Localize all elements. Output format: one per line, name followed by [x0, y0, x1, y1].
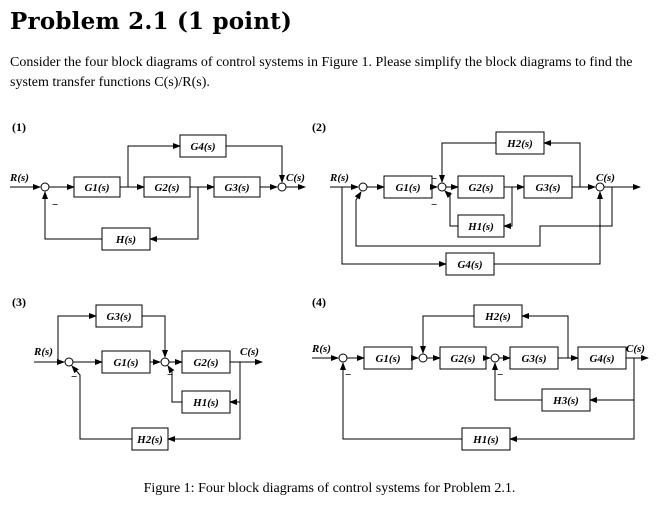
- diagram-1-output: C(s): [286, 172, 305, 184]
- block-g2-text: G2(s): [154, 182, 179, 194]
- diagram-4-output: C(s): [626, 343, 645, 355]
- block-h-text: H(s): [115, 234, 136, 246]
- block-g3-text: G3(s): [535, 182, 560, 194]
- summing-junction-2: [418, 353, 428, 363]
- diagram-3-output: C(s): [240, 346, 259, 358]
- diagram-1-input: R(s): [9, 172, 29, 184]
- summing-junction-2: [160, 357, 170, 367]
- summing-junction-2: [277, 182, 287, 192]
- summing-junction-3: [490, 353, 500, 363]
- minus-sign: −: [71, 371, 77, 383]
- block-h1-text: H1(s): [472, 434, 499, 446]
- diagram-3-input: R(s): [33, 346, 53, 358]
- diagram-2: [330, 131, 641, 276]
- block-g4-text: G4(s): [589, 353, 614, 365]
- diagram-3-label: (3): [12, 295, 26, 309]
- summing-junction-1: [64, 357, 74, 367]
- figure-caption: Figure 1: Four block diagrams of control…: [143, 481, 516, 496]
- block-g1-text: G1(s): [395, 182, 420, 194]
- summing-junction-1: [338, 353, 348, 363]
- diagram-3: [34, 304, 263, 451]
- block-g2-text: G2(s): [450, 353, 475, 365]
- minus-sign: −: [167, 369, 173, 381]
- block-h2-text: H2(s): [484, 311, 511, 323]
- diagram-2-input: R(s): [329, 172, 349, 184]
- block-g1-text: G1(s): [375, 353, 400, 365]
- diagram-2-output: C(s): [596, 172, 615, 184]
- block-g3-text: G3(s): [106, 311, 131, 323]
- diagram-4-label: (4): [312, 295, 326, 309]
- block-h1-text: H1(s): [192, 397, 219, 409]
- minus-sign: −: [52, 199, 58, 211]
- diagram-4: [312, 304, 649, 451]
- minus-sign: −: [345, 369, 351, 381]
- problem-statement: Consider the four block diagrams of cont…: [10, 55, 633, 90]
- diagram-1: [10, 134, 306, 251]
- block-h3-text: H3(s): [552, 395, 579, 407]
- summing-junction-1: [40, 182, 50, 192]
- diagram-1-label: (1): [12, 120, 26, 134]
- block-g4-text: G4(s): [190, 141, 215, 153]
- block-h1-text: H1(s): [467, 221, 494, 233]
- block-h2-text: H2(s): [136, 434, 163, 446]
- block-g1-text: G1(s): [113, 357, 138, 369]
- diagram-4-input: R(s): [311, 343, 331, 355]
- summing-junction-3: [595, 182, 605, 192]
- minus-sign: −: [431, 173, 437, 185]
- block-g1-text: G1(s): [84, 182, 109, 194]
- block-g4-text: G4(s): [457, 259, 482, 271]
- block-g3-text: G3(s): [521, 353, 546, 365]
- summing-junction-2: [437, 182, 447, 192]
- block-g3-text: G3(s): [224, 182, 249, 194]
- block-g2-text: G2(s): [193, 357, 218, 369]
- block-h2-text: H2(s): [506, 138, 533, 150]
- block-g2-text: G2(s): [468, 182, 493, 194]
- minus-sign: −: [431, 199, 437, 211]
- summing-junction-1: [358, 182, 368, 192]
- minus-sign: −: [497, 369, 503, 381]
- problem-title: Problem 2.1 (1 point): [10, 8, 293, 35]
- diagram-2-label: (2): [312, 120, 326, 134]
